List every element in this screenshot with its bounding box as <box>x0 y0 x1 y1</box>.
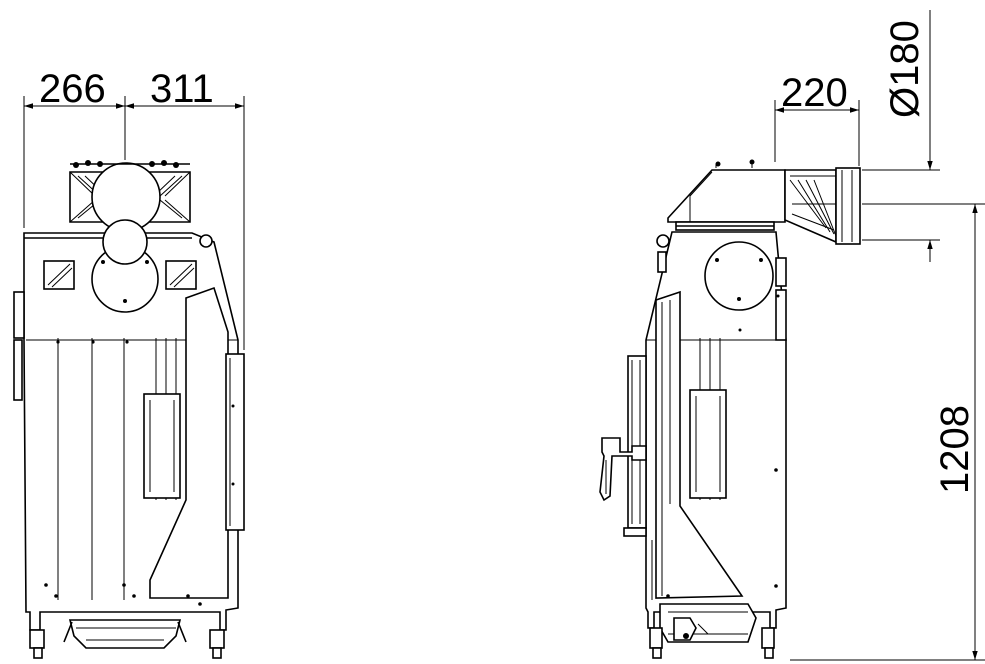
front-flue-collar <box>69 160 191 232</box>
side-ash-drawer <box>659 603 757 643</box>
door-handle <box>599 437 647 502</box>
side-flue-outlet <box>784 167 861 245</box>
dimension-side-outlet: 220 <box>781 71 848 115</box>
side-feet <box>649 627 775 659</box>
side-lifting-lug <box>656 234 670 248</box>
side-front-panel <box>655 290 744 599</box>
front-side-glass <box>225 353 245 531</box>
dimension-front-left: 266 <box>39 67 106 111</box>
front-dimension-lines <box>23 96 245 350</box>
dimension-front-right: 311 <box>150 67 214 111</box>
front-view <box>13 160 245 659</box>
dimension-outlet-diameter: Ø180 <box>883 20 927 118</box>
front-inspection-windows <box>43 260 197 290</box>
front-ash-tray <box>63 619 187 649</box>
side-hood <box>667 169 786 223</box>
lifting-lug <box>199 234 213 248</box>
side-top-port <box>704 241 774 311</box>
side-door-glass <box>627 355 647 529</box>
dimension-total-height: 1208 <box>933 405 977 494</box>
front-feet <box>29 629 225 659</box>
side-dimension-lines <box>774 10 985 661</box>
side-view <box>599 159 861 659</box>
